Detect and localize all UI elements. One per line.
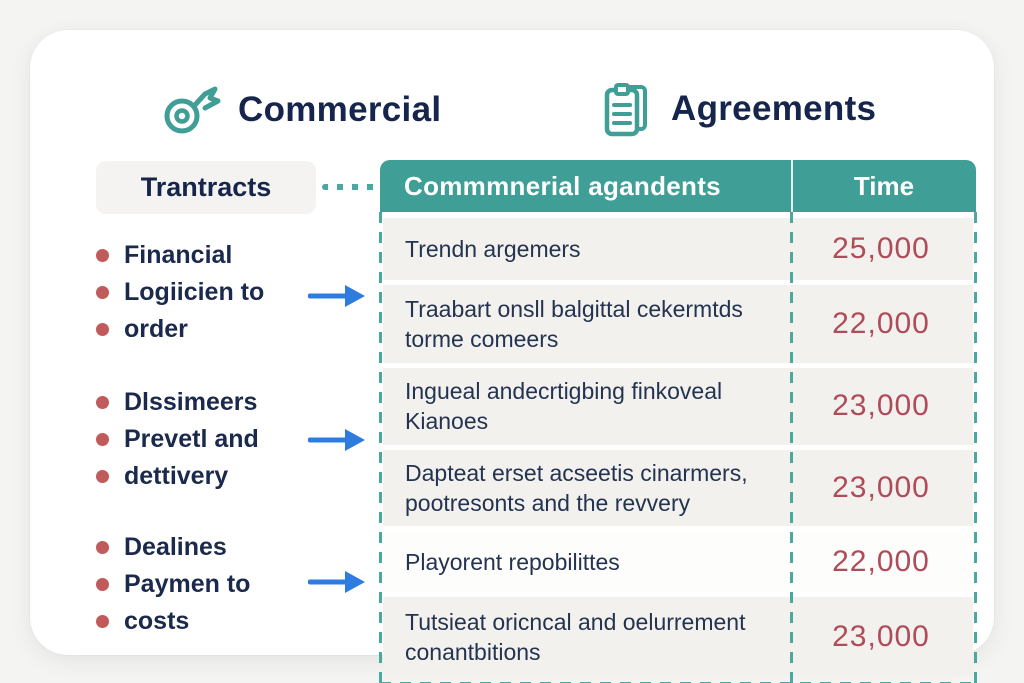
list-item: Prevetl and [96,421,311,458]
arrow-right-icon [307,283,366,309]
row-value: 23,000 [832,471,930,505]
row-value: 22,000 [832,307,930,340]
row-label: Trendn argemers [405,235,581,262]
bullet-dot-icon [96,615,109,628]
table-dashed-border-right [974,212,977,683]
header-divider [791,160,793,212]
heading-agreements-label: Agreements [671,89,877,128]
bullet-dot-icon [96,286,109,299]
row-value: 23,000 [832,389,930,423]
bullet-label: Financial [124,241,233,269]
category-label-box: Trantracts [96,161,316,214]
list-item: costs [96,603,311,640]
row-label: Ingueal andecrtigbing finkoveal Kianoes [405,378,723,435]
bullet-dot-icon [96,541,109,554]
row-value: 25,000 [832,232,930,265]
bullet-dot-icon [96,470,109,483]
infographic-card: Commercial Agreements Trantracts Financi… [30,30,994,683]
bullet-label: Paymen to [124,570,251,598]
list-item: Logiicien to [96,274,311,311]
list-item: Paymen to [96,566,311,603]
arrow-right-icon [307,569,366,595]
row-label: Playorent repobilittes [405,548,620,575]
table-row: Traabart onsll balgittal cekermtds torme… [383,285,973,363]
row-value: 22,000 [832,544,930,578]
bullet-label: costs [124,607,190,635]
bullet-label: order [124,315,188,343]
table-header: Commmnerial agandents Time [380,160,976,212]
dotted-connector-line [322,184,378,190]
bullet-label: Dlssimeers [124,388,258,416]
row-label: Tutsieat oricncal and oelurrement conant… [405,608,746,665]
bullet-label: Prevetl and [124,425,259,453]
table-dashed-column-divider [790,212,793,683]
clipboard-icon [595,78,655,140]
list-item: Dealines [96,529,311,566]
table-row: Ingueal andecrtigbing finkoveal Kianoes … [383,368,973,445]
table-row: Tutsieat oricncal and oelurrement conant… [383,597,973,677]
column-header-time: Time [853,170,915,201]
list-item: order [96,311,311,348]
bullet-label: Logiicien to [124,278,265,306]
bullet-dot-icon [96,578,109,591]
bullet-dot-icon [96,249,109,262]
bullet-label: Dealines [124,533,227,561]
arrow-right-icon [307,427,366,453]
table-row: Playorent repobilittes 22,000 [383,531,973,593]
heading-commercial-label: Commercial [238,90,442,129]
bullet-dot-icon [96,396,109,409]
table-dashed-border-left [379,212,382,683]
table-body: Trendn argemers 25,000 Traabart onsll ba… [380,212,976,683]
bullet-group-3: Dealines Paymen to costs [96,529,311,640]
agreements-table: Commmnerial agandents Time Trendn argeme… [379,160,977,683]
bullet-group-2: Dlssimeers Prevetl and dettivery [96,384,311,495]
heading-agreements: Agreements [595,78,876,140]
list-item: Financial [96,237,311,274]
row-label: Dapteat erset acseetis cinarmers, pootre… [405,459,748,517]
heading-commercial: Commercial [158,78,441,142]
list-item: Dlssimeers [96,384,311,421]
key-icon [158,78,222,142]
bullet-dot-icon [96,323,109,336]
table-row: Dapteat erset acseetis cinarmers, pootre… [383,449,973,527]
list-item: dettivery [96,458,311,495]
table-row: Trendn argemers 25,000 [383,218,973,280]
bullet-group-1: Financial Logiicien to order [96,237,311,348]
bullet-dot-icon [96,433,109,446]
row-value: 23,000 [832,619,930,653]
column-header-agreements: Commmnerial agandents [404,170,721,201]
row-label: Traabart onsll balgittal cekermtds torme… [405,295,743,352]
bullet-label: dettivery [124,462,229,490]
category-label: Trantracts [140,172,272,202]
